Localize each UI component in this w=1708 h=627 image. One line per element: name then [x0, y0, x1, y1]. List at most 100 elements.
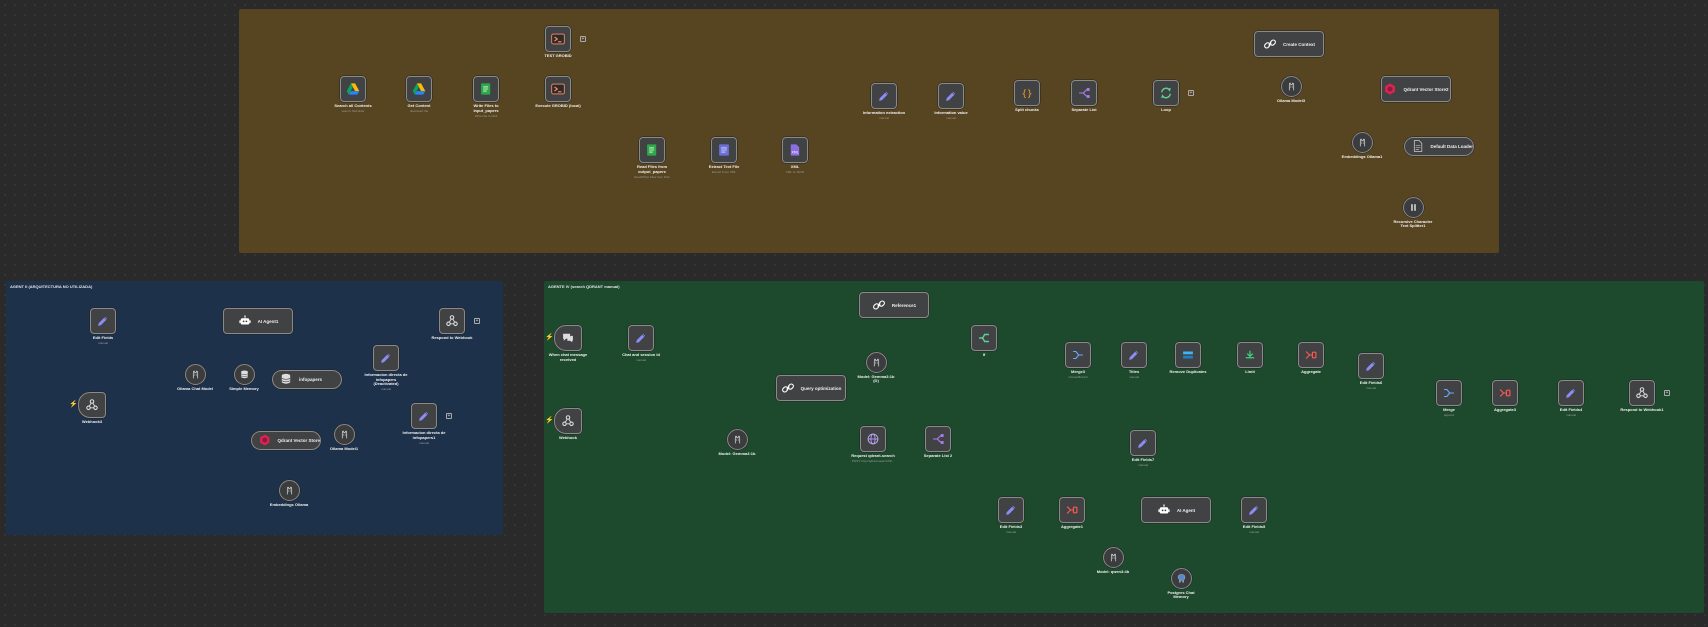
sticky-title: AGENT II (ARQUITECTURA NO UTILIZADA)	[10, 284, 93, 289]
robot-icon	[1158, 504, 1170, 514]
node-label: Default Data Loader	[1430, 143, 1473, 149]
node-model-gemma[interactable]	[726, 428, 748, 450]
pencil-icon	[879, 91, 889, 101]
node-edit-fields4[interactable]	[1558, 380, 1584, 406]
node-respond-webhook[interactable]	[439, 308, 465, 334]
node-info-directa1[interactable]	[411, 403, 437, 429]
node-loop[interactable]	[1153, 80, 1179, 106]
node-subtitle: manual	[879, 116, 889, 121]
node-ollama-model3[interactable]	[1280, 75, 1302, 97]
node-label: When chat message received	[548, 352, 588, 362]
node-if[interactable]	[971, 325, 997, 351]
node-respond-webhook1[interactable]	[1629, 380, 1655, 406]
node-info-extraction[interactable]	[871, 83, 897, 109]
node-ollama-model1[interactable]	[333, 423, 355, 445]
node-subtitle: POST: http://qdrant-search:80...	[851, 459, 895, 464]
link-icon	[872, 300, 885, 310]
node-merge[interactable]	[1436, 380, 1462, 406]
node-edit-fields6[interactable]	[1358, 353, 1384, 379]
node-ollama-chat[interactable]	[184, 363, 206, 385]
node-test-grobid[interactable]	[545, 26, 571, 52]
node-separate-list[interactable]	[1071, 80, 1097, 106]
google-drive-icon	[346, 83, 360, 95]
node-label: Respond to Webhook1	[1620, 407, 1664, 412]
node-separate-list2[interactable]	[925, 426, 951, 452]
node-remove-dup[interactable]	[1175, 342, 1201, 368]
node-label: Model: Gemma3:1b	[718, 450, 756, 456]
limit-icon	[1245, 350, 1255, 359]
if-icon	[979, 333, 989, 343]
code-braces-icon: {}	[1022, 90, 1033, 100]
pencil-icon	[98, 316, 108, 326]
node-label: Query optimization	[800, 385, 842, 391]
node-embeddings-ollama1[interactable]	[1351, 131, 1373, 153]
node-get-content[interactable]	[406, 76, 432, 102]
add-node-button[interactable]: +	[474, 318, 480, 324]
node-label: Execute GROBID (local)	[535, 103, 581, 108]
dedupe-icon	[1183, 351, 1193, 359]
node-request-qdrant[interactable]	[860, 426, 886, 452]
node-label: Edit Fields	[92, 335, 114, 340]
sticky-note-agent4[interactable]: AGENTE IV (search QDRANT manual)	[544, 281, 1704, 613]
ollama-icon	[873, 358, 879, 366]
google-drive-icon	[412, 83, 426, 95]
node-model-gemma-d[interactable]	[865, 351, 887, 373]
node-subtitle: manual	[1129, 375, 1139, 380]
node-limit[interactable]	[1237, 342, 1263, 368]
node-label: Ollama Chat Model	[176, 385, 214, 391]
node-aggregate3[interactable]	[1492, 380, 1518, 406]
node-chat-received[interactable]	[554, 325, 582, 351]
node-write-files[interactable]	[473, 76, 499, 102]
node-titles[interactable]	[1121, 342, 1147, 368]
node-webhook3[interactable]	[78, 392, 106, 418]
node-text-splitter[interactable]	[1402, 196, 1424, 218]
node-create-context[interactable]: Create Context	[1254, 31, 1324, 57]
node-label: Webhook	[559, 435, 577, 440]
node-chat-session[interactable]	[628, 325, 654, 351]
node-search-contents[interactable]	[340, 76, 366, 102]
pencil-icon	[1138, 438, 1148, 448]
node-simple-memory[interactable]	[233, 363, 255, 385]
trigger-bolt-icon: ⚡	[545, 417, 554, 424]
node-postgres-memory[interactable]	[1170, 567, 1192, 589]
node-label: Extract Text File	[708, 164, 740, 169]
node-split-chunks[interactable]: {}	[1014, 80, 1040, 106]
node-edit-fields3[interactable]	[998, 497, 1024, 523]
node-info-directa-deact[interactable]	[373, 345, 399, 371]
node-execute-grobid[interactable]	[545, 76, 571, 102]
node-merge3[interactable]	[1065, 342, 1091, 368]
node-extract-text[interactable]	[711, 137, 737, 163]
node-label: Model: Gemma3:1b (D)	[857, 373, 895, 384]
node-reference1[interactable]: Reference1	[859, 292, 929, 318]
add-node-button[interactable]: +	[1664, 390, 1670, 396]
node-ai-agent1[interactable]: AI Agent1	[223, 308, 293, 334]
terminal-icon	[551, 83, 565, 95]
add-node-button[interactable]: +	[580, 36, 586, 42]
node-qdrant-store2[interactable]: Qdrant Vector Store2	[1381, 76, 1451, 102]
node-model-qwen[interactable]	[1102, 546, 1124, 568]
node-aggregate1[interactable]	[1059, 497, 1085, 523]
add-node-button[interactable]: +	[446, 413, 452, 419]
node-ai-agent[interactable]: AI Agent	[1141, 497, 1211, 523]
node-edit-fields7[interactable]	[1130, 430, 1156, 456]
node-webhook[interactable]	[554, 408, 582, 434]
split-out-icon	[933, 434, 944, 444]
add-node-button[interactable]: +	[1188, 90, 1194, 96]
node-qdrant-store[interactable]: Qdrant Vector Store	[251, 430, 321, 450]
node-infopapers[interactable]: infopapers	[272, 369, 342, 389]
node-edit-fields[interactable]	[90, 308, 116, 334]
node-embeddings-ollama[interactable]	[278, 479, 300, 501]
node-default-loader[interactable]: Default Data Loader	[1404, 136, 1474, 156]
node-info-value[interactable]	[938, 83, 964, 109]
node-subtitle: Write File to Disk	[474, 113, 498, 118]
ollama-icon	[734, 435, 740, 443]
node-query-opt[interactable]: Query optimization	[776, 375, 846, 401]
node-read-files[interactable]	[639, 137, 665, 163]
node-aggregate[interactable]	[1298, 342, 1324, 368]
node-label: Merge	[1443, 407, 1455, 412]
node-subtitle: manual	[1138, 463, 1148, 468]
node-edit-fields5[interactable]	[1241, 497, 1267, 523]
node-xml[interactable]: XML	[782, 137, 808, 163]
pencil-icon	[381, 353, 391, 363]
extract-icon	[719, 144, 729, 156]
